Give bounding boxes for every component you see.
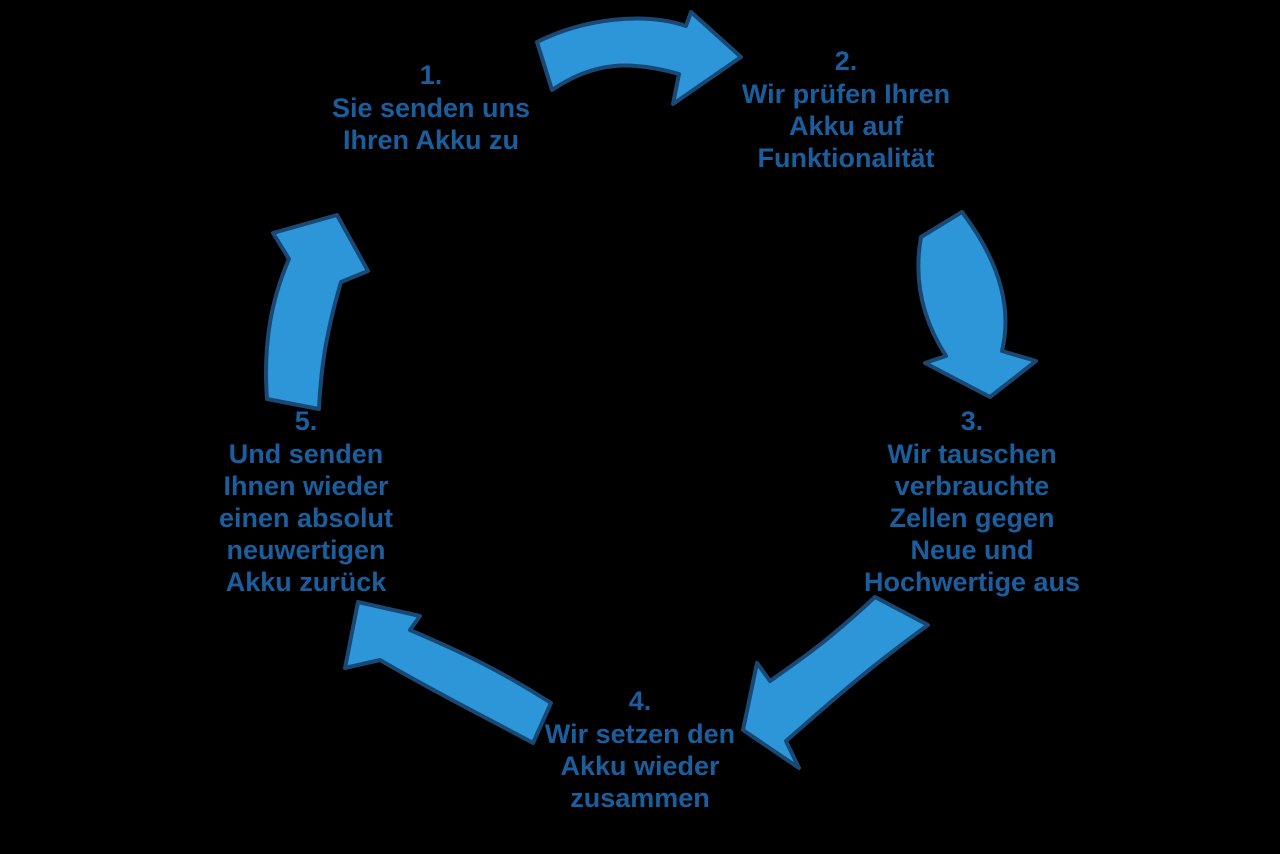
- step-number: 2.: [834, 46, 858, 76]
- step-text-line: Wir prüfen Ihren: [741, 79, 951, 109]
- step-text-line: Und senden: [228, 439, 384, 469]
- cycle-step-5: 5. Und senden Ihnen wieder einen absolut…: [176, 404, 436, 598]
- step-text-line: Akku auf: [788, 111, 904, 141]
- cycle-arrow-bottom-right-icon: [741, 595, 930, 770]
- step-text-line: Wir setzen den: [544, 719, 736, 749]
- cycle-step-2: 2. Wir prüfen Ihren Akku auf Funktionali…: [716, 44, 976, 174]
- step-text-line: Wir tauschen: [887, 439, 1057, 469]
- cycle-arrow-bottom-left-icon: [343, 600, 553, 745]
- step-text-line: Ihnen wieder: [223, 471, 389, 501]
- step-number: 3.: [960, 406, 984, 436]
- step-number: 1.: [419, 60, 443, 90]
- step-text-line: neuwertigen: [226, 535, 386, 565]
- cycle-step-3: 3. Wir tauschen verbrauchte Zellen gegen…: [842, 404, 1102, 598]
- step-text-line: Sie senden uns: [331, 93, 531, 123]
- cycle-arrow-left-icon: [263, 213, 370, 411]
- step-text-line: Zellen gegen: [889, 503, 1055, 533]
- cycle-step-4: 4. Wir setzen den Akku wieder zusammen: [510, 684, 770, 814]
- step-text-line: Neue und: [910, 535, 1034, 565]
- step-text-line: einen absolut: [218, 503, 394, 533]
- step-text-line: Akku zurück: [225, 567, 387, 597]
- step-text-line: Hochwertige aus: [863, 567, 1081, 597]
- step-text-line: Funktionalität: [757, 143, 935, 173]
- step-number: 4.: [628, 686, 652, 716]
- cycle-arrow-top-icon: [535, 10, 743, 106]
- cycle-step-1: 1. Sie senden uns Ihren Akku zu: [301, 58, 561, 156]
- step-number: 5.: [294, 406, 318, 436]
- step-text-line: verbrauchte: [894, 471, 1050, 501]
- step-text-line: Akku wieder: [560, 751, 720, 781]
- cycle-arrow-right-icon: [916, 210, 1038, 399]
- step-text-line: Ihren Akku zu: [342, 125, 520, 155]
- step-text-line: zusammen: [570, 783, 710, 813]
